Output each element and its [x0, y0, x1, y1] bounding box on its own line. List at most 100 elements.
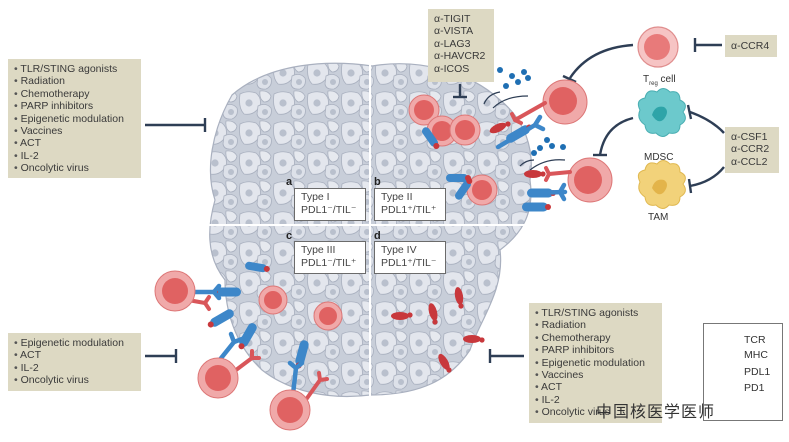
treatment-item: ACT — [535, 381, 656, 393]
quadrant-type: Type IV — [381, 244, 417, 256]
tcell — [313, 301, 343, 331]
treatment-item: Chemotherapy — [535, 332, 656, 344]
mhc — [421, 127, 440, 150]
tcr — [495, 114, 546, 150]
treatment-item: PARP inhibitors — [535, 344, 656, 356]
tcell — [449, 114, 481, 146]
mhc — [238, 323, 257, 350]
mhc — [245, 261, 270, 273]
tcell — [466, 174, 498, 206]
tcell — [197, 357, 239, 399]
quadrant-profile: PDL1⁻/TIL⁻ — [301, 203, 357, 216]
inhibit-treg-tcell — [562, 43, 634, 84]
treatment-item: Oncolytic virus — [14, 162, 135, 174]
tcell — [408, 94, 440, 126]
tcr — [215, 331, 245, 365]
treatment-item: IL-2 — [535, 394, 656, 406]
quadrant-label-d: Type IV PDL1⁺/TIL⁻ — [374, 241, 446, 274]
treatment-item: Epigenetic modulation — [14, 113, 135, 125]
tam-label: TAM — [648, 212, 669, 223]
checkpoint-item: α-HAVCR2 — [434, 50, 486, 63]
treatment-box-left-top: TLR/STING agonists Radiation Chemotherap… — [8, 59, 141, 178]
treatment-item: Radiation — [535, 319, 656, 331]
quadrant-type: Type III — [301, 244, 336, 256]
inhibition-lines — [145, 38, 725, 363]
quadrant-profile: PDL1⁺/TIL⁺ — [381, 203, 437, 216]
quadrant-profile: PDL1⁺/TIL⁻ — [381, 256, 437, 269]
legend-label-pdl1: PDL1 — [744, 366, 771, 378]
inhibit-left-top — [145, 118, 207, 132]
legend-label-pd1: PD1 — [744, 382, 765, 394]
tcells-quadrant-c — [154, 270, 343, 431]
tcells-quadrant-b — [408, 94, 498, 206]
inhibit-top-checkpoints — [453, 84, 467, 99]
inhibit-left-bottom — [145, 349, 178, 363]
treatment-item: TLR/STING agonists — [14, 63, 135, 75]
checkpoint-item: α-TIGIT — [434, 13, 471, 25]
pd1 — [544, 166, 572, 182]
pd1-pdl1-pairs — [186, 101, 572, 403]
treatment-item: TLR/STING agonists — [535, 307, 656, 319]
treg-label-main: T — [643, 74, 650, 85]
checkpoint-item: α-LAG3 — [434, 37, 471, 50]
treatment-box-right-bottom: TLR/STING agonists Radiation Chemotherap… — [529, 303, 662, 423]
treatment-item: Epigenetic modulation — [535, 357, 656, 369]
tcr — [287, 360, 305, 397]
quadrant-label-c: Type III PDL1⁻/TIL⁺ — [294, 241, 366, 274]
quadrant-type: Type II — [381, 191, 413, 203]
antibody-item: α-CCR4 — [731, 40, 770, 52]
tcell — [258, 285, 288, 315]
pd1 — [510, 101, 547, 125]
checkpoint-box-top: α-TIGIT α-VISTA α-LAG3 α-HAVCR2 α-ICOS — [428, 9, 494, 82]
pdl1 — [438, 353, 452, 373]
checkpoint-item: α-VISTA — [434, 25, 474, 38]
pdl1 — [489, 121, 511, 134]
quadrant-letter-b: b — [374, 176, 381, 188]
pdl1 — [391, 312, 413, 320]
treatment-item: Epigenetic modulation — [14, 337, 135, 349]
tcell — [269, 389, 311, 431]
treatment-item: Vaccines — [535, 369, 656, 381]
tumor-mass — [205, 60, 540, 400]
tcell — [542, 79, 588, 125]
pdl1 — [428, 303, 438, 325]
antibody-item: α-CCR2 — [731, 143, 770, 156]
checkpoint-item: α-ICOS — [434, 62, 470, 75]
tam-cell — [637, 160, 686, 209]
treg-label-sub: reg — [649, 81, 658, 87]
treg-label: Treg cell — [643, 74, 676, 87]
inhibit-csf1-tam — [687, 166, 725, 194]
cytokines-mid — [531, 137, 566, 156]
quadrant-letter-a: a — [286, 176, 293, 188]
treatment-item: ACT — [14, 349, 135, 361]
treatment-item: PARP inhibitors — [14, 100, 135, 112]
feedback-arrows — [483, 91, 566, 171]
mdsc-label: MDSC — [644, 152, 674, 163]
pdl1 — [524, 170, 546, 178]
tcells-external-b — [542, 79, 613, 203]
inhibit-ccr4 — [693, 38, 722, 52]
legend: TCR MHC PDL1 PD1 — [703, 323, 783, 421]
antibody-item: α-CSF1 — [731, 131, 768, 143]
tcr — [527, 182, 568, 202]
legend-label-mhc: MHC — [744, 349, 768, 361]
watermark-text: 中国核医学医师 — [596, 404, 716, 421]
quadrant-profile: PDL1⁻/TIL⁺ — [301, 256, 357, 269]
quadrant-type: Type I — [301, 191, 330, 203]
treatment-item: ACT — [14, 137, 135, 149]
treatment-item: IL-2 — [14, 362, 135, 374]
tcell — [567, 157, 613, 203]
tcell — [154, 270, 196, 312]
mhc — [207, 309, 234, 328]
inhibit-csf1-mdsc — [686, 104, 725, 134]
mhc — [522, 202, 551, 212]
quadrant-letter-c: c — [286, 230, 293, 242]
quadrant-letter-d: d — [374, 230, 381, 242]
treatment-box-left-bottom: Epigenetic modulation ACT IL-2 Oncolytic… — [8, 333, 141, 391]
treatment-item: Radiation — [14, 75, 135, 87]
pdl1 — [463, 335, 485, 343]
pd1 — [303, 371, 329, 403]
treatment-item: Oncolytic virus — [14, 374, 135, 386]
treatment-item: Chemotherapy — [14, 88, 135, 100]
